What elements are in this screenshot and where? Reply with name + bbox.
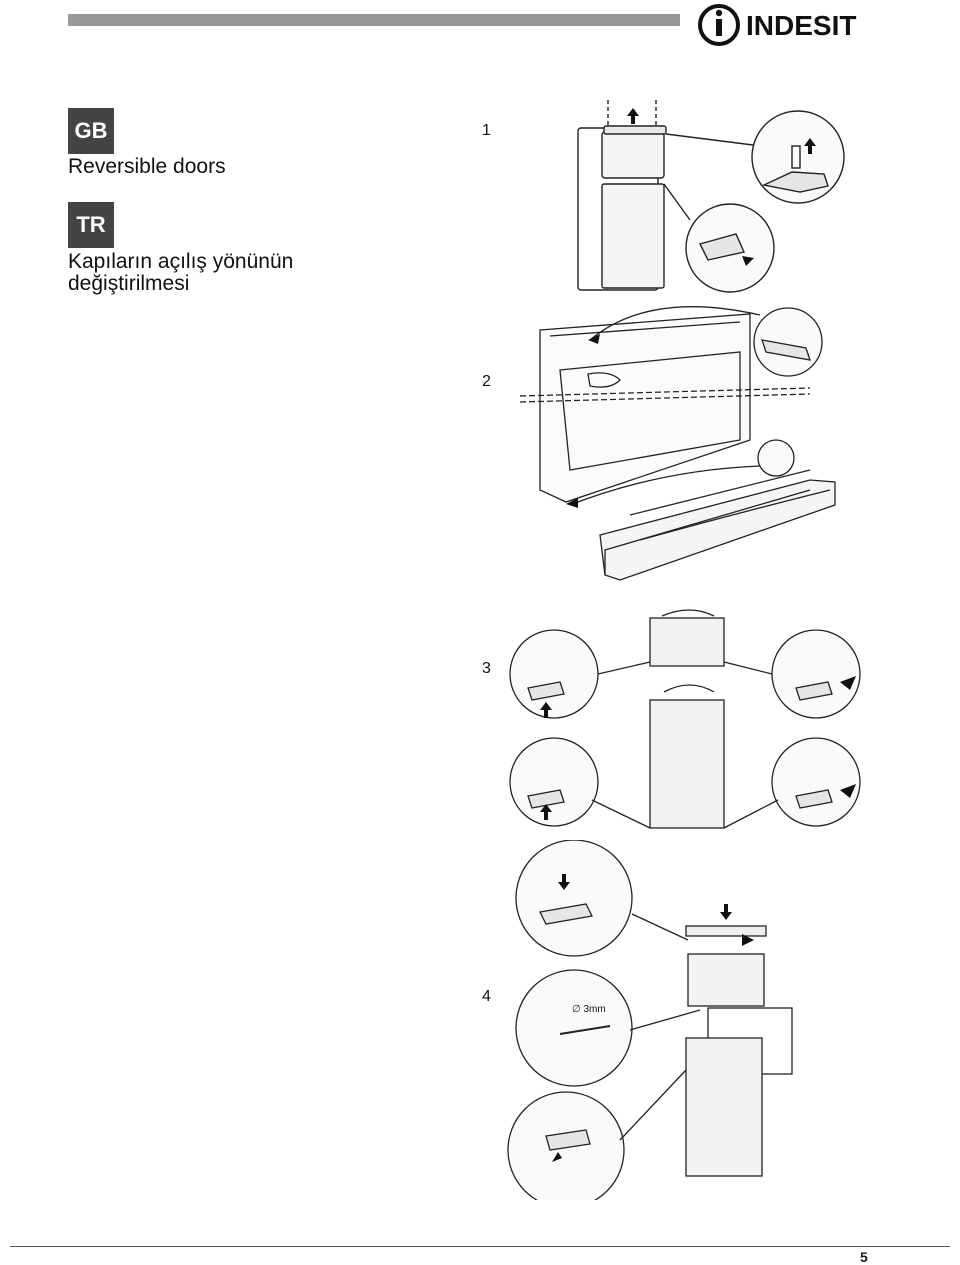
arrow-up-icon (627, 108, 816, 154)
brand-name: INDESIT (746, 10, 856, 41)
step-number-3: 3 (482, 660, 491, 677)
figure-step-3 (509, 609, 861, 829)
figure-step-4: ∅ 3mm (507, 840, 793, 1200)
figure-step-1 (577, 100, 845, 293)
arrow-up-icon (540, 702, 552, 820)
indesit-i-icon: INDESIT (698, 4, 856, 46)
arrow-right-icon (742, 934, 754, 946)
section-title-gb: Reversible doors (68, 155, 226, 178)
arrow-diagonal-icon (552, 1152, 562, 1162)
arrow-left-icon (566, 334, 600, 508)
arrow-right-icon (742, 256, 754, 266)
page-number: 5 (860, 1249, 868, 1265)
footer-rule (10, 1246, 950, 1247)
step-number-4: 4 (482, 988, 491, 1005)
section-title-tr-line1: Kapıların açılış yönünün (68, 250, 294, 273)
brand-logo: INDESIT (698, 2, 878, 48)
figure-step-2 (519, 306, 836, 581)
step-number-2: 2 (482, 373, 491, 390)
step-number-1: 1 (482, 122, 491, 139)
section-title-tr-line2: değiştirilmesi (68, 272, 190, 295)
lang-badge-gb: GB (68, 108, 114, 154)
arrow-right-icon (840, 676, 856, 798)
lang-badge-tr: TR (68, 202, 114, 248)
header-bar (68, 14, 680, 26)
drill-size-label: ∅ 3mm (572, 1004, 606, 1015)
arrow-down-icon (558, 874, 732, 920)
